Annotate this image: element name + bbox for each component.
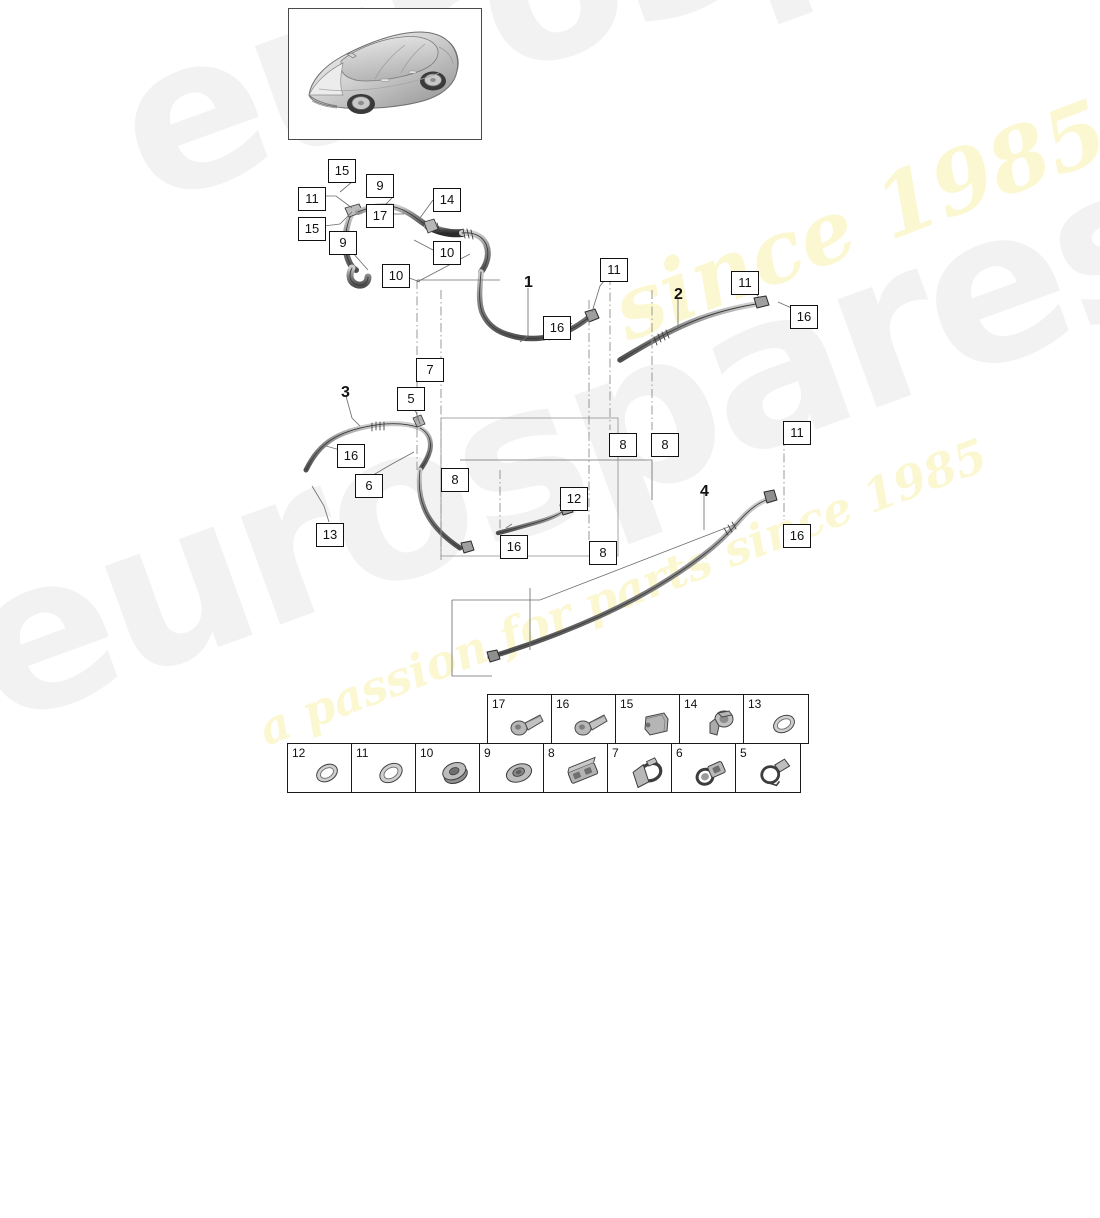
part-number-4: 4: [700, 483, 709, 500]
callout-8[interactable]: 8: [589, 541, 617, 565]
callout-6[interactable]: 6: [355, 474, 383, 498]
callout-11[interactable]: 11: [298, 187, 326, 211]
legend-number: 9: [484, 746, 491, 760]
callout-10[interactable]: 10: [382, 264, 410, 288]
legend-cell-13[interactable]: 13: [744, 695, 808, 743]
legend-cell-12[interactable]: 12: [288, 744, 352, 792]
legend-cell-7[interactable]: 7: [608, 744, 672, 792]
bolt-flange-head-icon: [510, 714, 544, 736]
callout-7[interactable]: 7: [416, 358, 444, 382]
refrigerant-line-3: [303, 414, 475, 554]
legend-cell-6[interactable]: 6: [672, 744, 736, 792]
legend-cell-8[interactable]: 8: [544, 744, 608, 792]
part-number-3: 3: [341, 384, 350, 401]
refrigerant-line-4: [486, 489, 778, 663]
callout-11[interactable]: 11: [783, 421, 811, 445]
pipe-clamp-bracket-icon: [632, 757, 663, 789]
legend-cell-16[interactable]: 16: [552, 695, 616, 743]
legend-number: 8: [548, 746, 555, 760]
ac-line-diagram: [303, 169, 797, 677]
callout-15[interactable]: 15: [328, 159, 356, 183]
callout-9[interactable]: 9: [329, 231, 357, 255]
legend-number: 16: [556, 697, 570, 711]
sealing-washer-flat-icon: [505, 763, 533, 783]
callout-8[interactable]: 8: [651, 433, 679, 457]
cap-clip-icon: [644, 712, 669, 736]
refrigerant-line-1: [476, 269, 600, 342]
legend-number: 13: [748, 697, 762, 711]
legend-cell-5[interactable]: 5: [736, 744, 800, 792]
refrigerant-line-2: [617, 295, 770, 363]
callout-16[interactable]: 16: [543, 316, 571, 340]
callout-13[interactable]: 13: [316, 523, 344, 547]
legend-cell-15[interactable]: 15: [616, 695, 680, 743]
legend-number: 14: [684, 697, 698, 711]
callout-16[interactable]: 16: [337, 444, 365, 468]
legend-cell-9[interactable]: 9: [480, 744, 544, 792]
vehicle-thumbnail: [288, 8, 482, 140]
callout-10[interactable]: 10: [433, 241, 461, 265]
callout-9[interactable]: 9: [366, 174, 394, 198]
callout-16[interactable]: 16: [500, 535, 528, 559]
pipe-clamp-strap-icon: [760, 758, 791, 787]
legend-number: 5: [740, 746, 747, 760]
pipe-clamp-double-icon: [695, 761, 726, 786]
callout-5[interactable]: 5: [397, 387, 425, 411]
o-ring-seal-icon: [773, 714, 795, 734]
callout-16[interactable]: 16: [790, 305, 818, 329]
part-number-1: 1: [524, 274, 533, 291]
callout-16[interactable]: 16: [783, 524, 811, 548]
o-ring-seal-icon: [316, 763, 338, 783]
legend-number: 17: [492, 697, 506, 711]
line-bracket-block-icon: [567, 756, 599, 784]
callout-11[interactable]: 11: [600, 258, 628, 282]
car-illustration: [308, 31, 459, 114]
o-ring-seal-icon: [379, 762, 403, 784]
legend-cell-17[interactable]: 17: [488, 695, 552, 743]
legend-cell-10[interactable]: 10: [416, 744, 480, 792]
legend-cell-11[interactable]: 11: [352, 744, 416, 792]
legend-row-top: 17 16 15: [487, 694, 809, 744]
legend-number: 7: [612, 746, 619, 760]
callout-11[interactable]: 11: [731, 271, 759, 295]
legend-cell-14[interactable]: 14: [680, 695, 744, 743]
callout-15[interactable]: 15: [298, 217, 326, 241]
callout-14[interactable]: 14: [433, 188, 461, 212]
legend-number: 12: [292, 746, 306, 760]
sealing-washer-thick-icon: [442, 761, 468, 785]
hose-clamp-ring-icon: [709, 710, 734, 736]
bolt-flange-head-icon: [574, 714, 608, 736]
callout-8[interactable]: 8: [441, 468, 469, 492]
callout-12[interactable]: 12: [560, 487, 588, 511]
legend-number: 6: [676, 746, 683, 760]
part-number-2: 2: [674, 286, 683, 303]
callout-17[interactable]: 17: [366, 204, 394, 228]
legend-row-bottom: 12 11 10: [287, 743, 801, 793]
legend-number: 11: [356, 746, 369, 760]
legend-number: 15: [620, 697, 634, 711]
callout-8[interactable]: 8: [609, 433, 637, 457]
parts-diagram-page: eurospares eurospares since 1985 a passi…: [0, 0, 1100, 793]
legend-number: 10: [420, 746, 434, 760]
